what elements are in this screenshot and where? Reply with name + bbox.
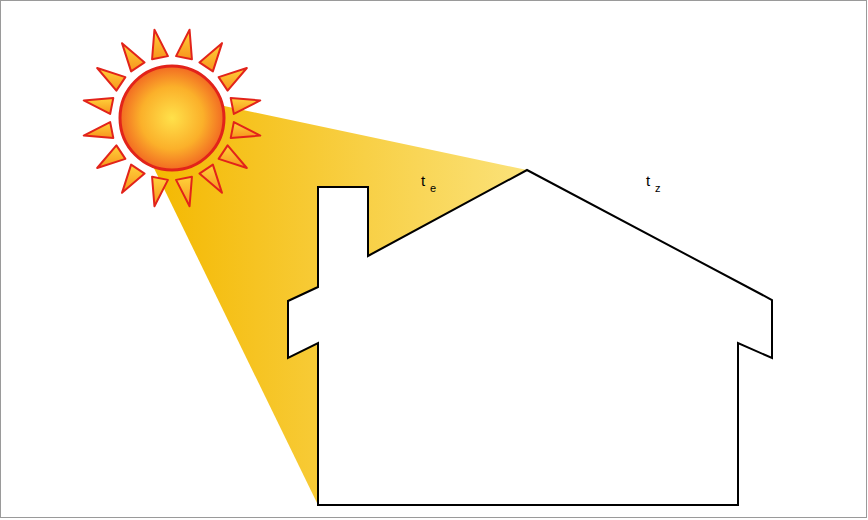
temperature-symbol: t xyxy=(646,173,650,188)
sun-ray xyxy=(219,145,247,168)
sun-ray xyxy=(231,98,261,114)
sun-disc xyxy=(120,66,224,170)
sun-ray xyxy=(176,177,192,207)
sun-ray xyxy=(231,122,261,138)
sun xyxy=(84,30,261,207)
subscript: e xyxy=(430,183,436,194)
sun-ray xyxy=(219,68,247,91)
sun-ray xyxy=(122,43,145,71)
house-outline xyxy=(288,170,772,505)
sun-ray xyxy=(176,30,192,60)
sun-ray xyxy=(199,165,222,193)
subscript: z xyxy=(655,183,661,194)
sun-ray xyxy=(152,177,168,207)
sun-ray xyxy=(84,98,114,114)
sun-ray xyxy=(199,43,222,71)
sun-ray xyxy=(122,165,145,193)
sun-ray xyxy=(97,68,125,91)
sun-ray xyxy=(84,122,114,138)
sun-ray xyxy=(152,30,168,60)
temperature-symbol: t xyxy=(421,173,425,188)
sun-ray xyxy=(97,145,125,168)
